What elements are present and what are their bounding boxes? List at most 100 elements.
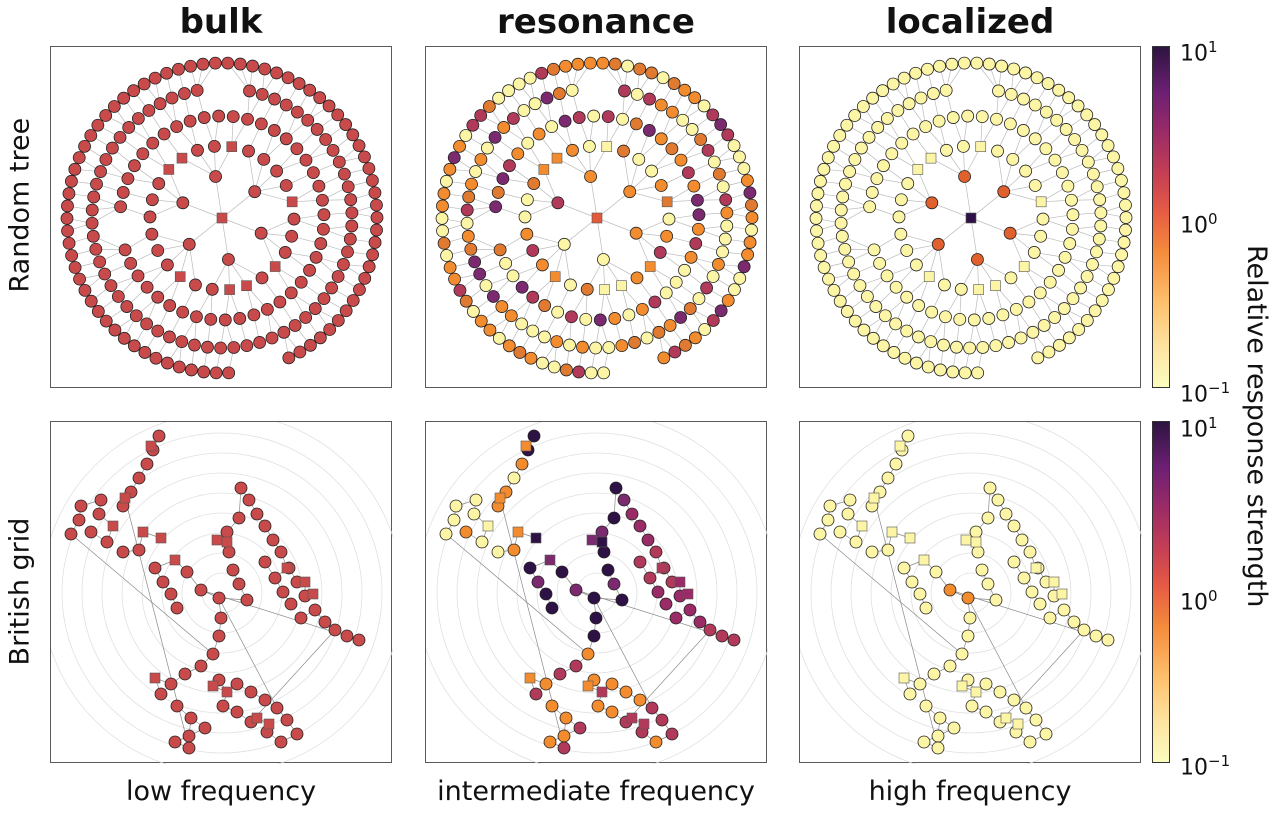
network-node	[287, 212, 301, 226]
network-node	[164, 587, 178, 601]
network-node	[900, 244, 914, 257]
network-node	[460, 203, 474, 217]
network-node	[276, 585, 290, 599]
network-node	[285, 229, 299, 243]
network-node	[910, 356, 923, 370]
network-node	[447, 151, 461, 165]
network-node	[1107, 150, 1120, 164]
network-node	[1019, 66, 1032, 80]
network-node	[659, 597, 673, 611]
network-node	[880, 112, 894, 125]
network-node	[582, 140, 596, 153]
network-node	[1030, 71, 1044, 85]
network-node-square	[307, 588, 319, 600]
network-node	[692, 208, 706, 222]
network-node	[678, 263, 691, 277]
network-node	[1092, 232, 1106, 246]
network-node	[1023, 545, 1037, 559]
network-node	[745, 223, 758, 237]
network-node	[197, 365, 211, 379]
network-edge	[445, 533, 589, 655]
network-node	[822, 272, 835, 286]
network-node	[1017, 92, 1030, 106]
network-node	[897, 71, 911, 85]
network-node	[538, 299, 552, 312]
network-node	[154, 687, 168, 701]
network-node	[531, 575, 545, 589]
network-node	[62, 187, 76, 200]
network-node	[919, 120, 933, 134]
network-edge	[819, 533, 963, 655]
network-node	[216, 699, 230, 713]
network-node	[633, 519, 647, 533]
network-node	[1101, 633, 1115, 647]
network-node	[185, 363, 198, 377]
network-node	[279, 132, 293, 146]
network-node	[997, 185, 1011, 199]
network-node	[929, 565, 943, 579]
network-node	[104, 279, 118, 292]
network-node	[341, 180, 355, 194]
network-node	[226, 110, 240, 124]
network-node	[116, 186, 130, 199]
network-node	[856, 100, 870, 113]
network-edge	[937, 244, 945, 285]
network-edge	[221, 217, 229, 260]
network-node	[1095, 128, 1109, 142]
network-node	[814, 249, 828, 262]
network-node	[643, 92, 656, 106]
network-node	[688, 331, 702, 345]
network-node	[943, 583, 957, 597]
network-node-square	[551, 152, 563, 164]
network-node	[623, 185, 637, 199]
network-node	[243, 84, 256, 98]
network-node	[182, 237, 196, 251]
network-node	[1028, 179, 1042, 192]
network-node	[303, 338, 317, 352]
network-node	[1028, 98, 1042, 112]
network-edge	[182, 202, 223, 219]
network-node	[615, 339, 629, 353]
network-node	[1052, 338, 1066, 352]
network-node	[469, 493, 483, 507]
network-node-square	[898, 672, 910, 684]
network-node	[1065, 193, 1078, 207]
network-node	[971, 366, 985, 380]
network-node	[170, 699, 184, 713]
network-node	[817, 162, 831, 176]
network-node	[1063, 237, 1077, 250]
network-node-square	[286, 196, 298, 208]
network-node	[352, 633, 366, 647]
network-node	[1081, 155, 1095, 169]
network-node-square	[524, 672, 536, 684]
network-node	[257, 152, 271, 166]
network-node	[649, 545, 663, 559]
network-node	[914, 91, 928, 105]
network-node	[853, 279, 867, 292]
row-label-random-tree: Random tree	[4, 117, 36, 293]
network-node	[863, 200, 877, 214]
network-node	[303, 263, 316, 277]
network-node	[810, 224, 823, 238]
network-node	[258, 519, 272, 533]
network-node	[131, 269, 145, 283]
network-edge	[970, 217, 978, 260]
network-node	[124, 256, 138, 270]
network-node	[140, 280, 154, 294]
network-node	[208, 56, 222, 70]
network-node	[1017, 571, 1031, 585]
network-node	[151, 290, 165, 304]
network-node	[436, 199, 449, 213]
network-node	[898, 351, 912, 365]
network-node	[579, 312, 593, 326]
network-node	[253, 336, 267, 349]
network-node	[435, 212, 449, 225]
network-node	[869, 300, 883, 313]
network-node	[503, 159, 516, 173]
network-node	[1015, 533, 1029, 547]
network-node-square	[990, 280, 1001, 291]
network-node-square	[1056, 588, 1068, 600]
network-node	[1065, 222, 1079, 236]
network-node	[1080, 108, 1094, 122]
network-node	[1037, 319, 1051, 332]
